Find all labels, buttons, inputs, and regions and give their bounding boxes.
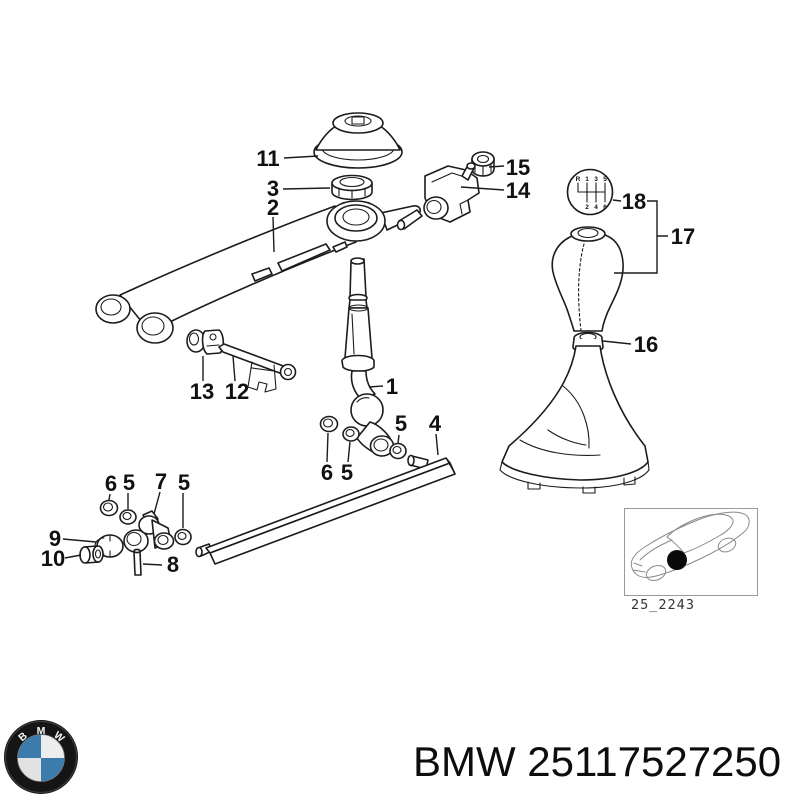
car-location-thumbnail: 25_2243	[624, 508, 758, 613]
callout-6-mid: 6	[321, 460, 333, 485]
location-dot	[667, 550, 687, 570]
callout-9: 9	[49, 526, 61, 551]
callout-14: 14	[506, 178, 531, 203]
logo-letter-m: M	[37, 725, 46, 737]
emblem-gear-3: 3	[594, 176, 598, 183]
callout-3: 3	[267, 176, 279, 201]
part-15-nut-drawing	[471, 151, 495, 177]
emblem-gear-2: 2	[585, 204, 589, 211]
leader-lines	[62, 155, 668, 566]
callout-15: 15	[506, 155, 530, 180]
callout-13: 13	[190, 379, 214, 404]
callout-11: 11	[256, 146, 279, 171]
emblem-gear-r: R	[576, 176, 581, 183]
thumbnail-border	[624, 508, 758, 596]
emblem-gear-6: 6	[603, 204, 607, 211]
washer-5-right-drawing	[389, 442, 407, 460]
part-7-joint-drawing	[138, 510, 175, 550]
callout-18: 18	[622, 189, 646, 214]
emblem-gear-5: 5	[603, 176, 607, 183]
callout-5-left1: 5	[123, 470, 135, 495]
washer-5-left1-drawing	[119, 509, 137, 525]
callout-7: 7	[155, 469, 167, 494]
callout-8: 8	[167, 552, 179, 577]
part-11-dust-cover-drawing	[313, 112, 403, 169]
part-2-shift-arm-drawing	[95, 200, 423, 344]
emblem-gear-4: 4	[594, 204, 598, 211]
part-12-pin-clip-drawing	[218, 343, 297, 393]
part-number-text: BMW 25117527250	[413, 738, 781, 785]
washer-6-left-drawing	[99, 499, 119, 517]
part-8-pin-drawing	[133, 548, 142, 576]
washer-5-left2-drawing	[174, 528, 192, 546]
callout-5-left2: 5	[178, 470, 190, 495]
emblem-gear-1: 1	[585, 176, 589, 183]
bmw-logo: B M W	[4, 720, 78, 794]
callout-1: 1	[386, 374, 398, 399]
callout-5-right: 5	[395, 411, 407, 436]
logo-quadrant-tl	[17, 734, 41, 758]
callout-12: 12	[225, 379, 249, 404]
logo-quadrant-br	[41, 758, 65, 782]
part-17-gear-knob-drawing	[551, 226, 624, 332]
washer-5-mid-drawing	[342, 426, 360, 442]
thumbnail-caption: 25_2243	[631, 597, 695, 613]
part-4-selector-rod-drawing	[195, 454, 456, 565]
part-13-grommet-drawing	[186, 329, 225, 355]
logo-quadrant-tr	[41, 734, 65, 758]
washer-6-mid-drawing	[319, 415, 339, 433]
callout-labels: 11 3 2 15 14 18 17 16 1 13 12 6 5 5 4 6 …	[41, 146, 695, 577]
callout-17: 17	[671, 224, 695, 249]
part-1-shift-lever-drawing	[341, 257, 395, 457]
part-14-bracket-drawing	[423, 162, 480, 223]
callout-16: 16	[634, 332, 658, 357]
part-18-emblem-drawing: R 1 3 5 2 4 6	[566, 168, 614, 216]
callout-6-left: 6	[105, 471, 117, 496]
part-16-shift-boot-drawing	[499, 331, 650, 494]
callout-5-mid: 5	[341, 460, 353, 485]
callout-2: 2	[267, 195, 279, 220]
logo-quadrant-bl	[17, 758, 41, 782]
callout-10: 10	[41, 546, 65, 571]
part-3-bushing-drawing	[331, 174, 373, 201]
part-10-bushing-drawing	[79, 545, 104, 564]
callout-4: 4	[429, 411, 442, 436]
